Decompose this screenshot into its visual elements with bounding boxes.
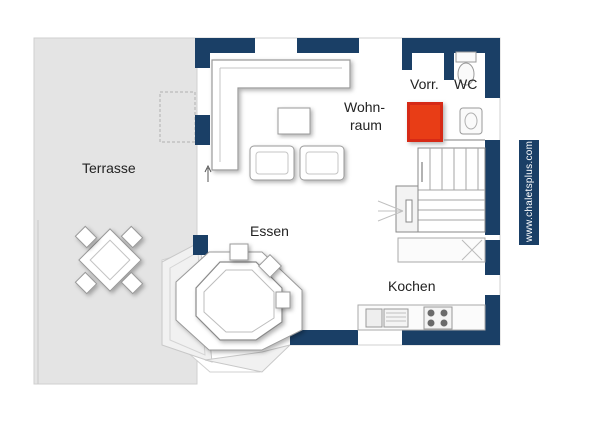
terrace: [33, 37, 198, 385]
sofa-icon: [211, 59, 351, 171]
label-essen: Essen: [250, 223, 289, 239]
label-wohnraum-1: Wohn-: [344, 99, 385, 115]
label-kochen: Kochen: [388, 278, 435, 294]
toilet-icon: [455, 51, 477, 86]
label-wc: WC: [454, 76, 477, 92]
label-vorr: Vorr.: [410, 76, 439, 92]
door-arrow: [204, 164, 212, 182]
sink-icon: [459, 107, 483, 135]
stove-icon: [407, 102, 443, 142]
chair-icon: [229, 243, 291, 309]
terrace-table: [78, 228, 142, 292]
armchair-icon: [299, 145, 345, 181]
table-icon: [195, 261, 283, 341]
hob-icon: [423, 306, 453, 330]
kitchen-counter: [397, 237, 486, 263]
lamp-icon: [377, 199, 413, 223]
label-wohnraum-2: raum: [350, 117, 382, 133]
watermark-bar: www.chaletsplus.com: [519, 140, 539, 245]
chair-icon: [74, 225, 144, 295]
walls: [193, 38, 500, 345]
coffee-table: [277, 107, 311, 135]
armchair-icon: [249, 145, 295, 181]
label-terrasse: Terrasse: [82, 160, 136, 176]
watermark-url: www.chaletsplus.com: [524, 141, 535, 243]
sink-icon: [365, 308, 409, 328]
